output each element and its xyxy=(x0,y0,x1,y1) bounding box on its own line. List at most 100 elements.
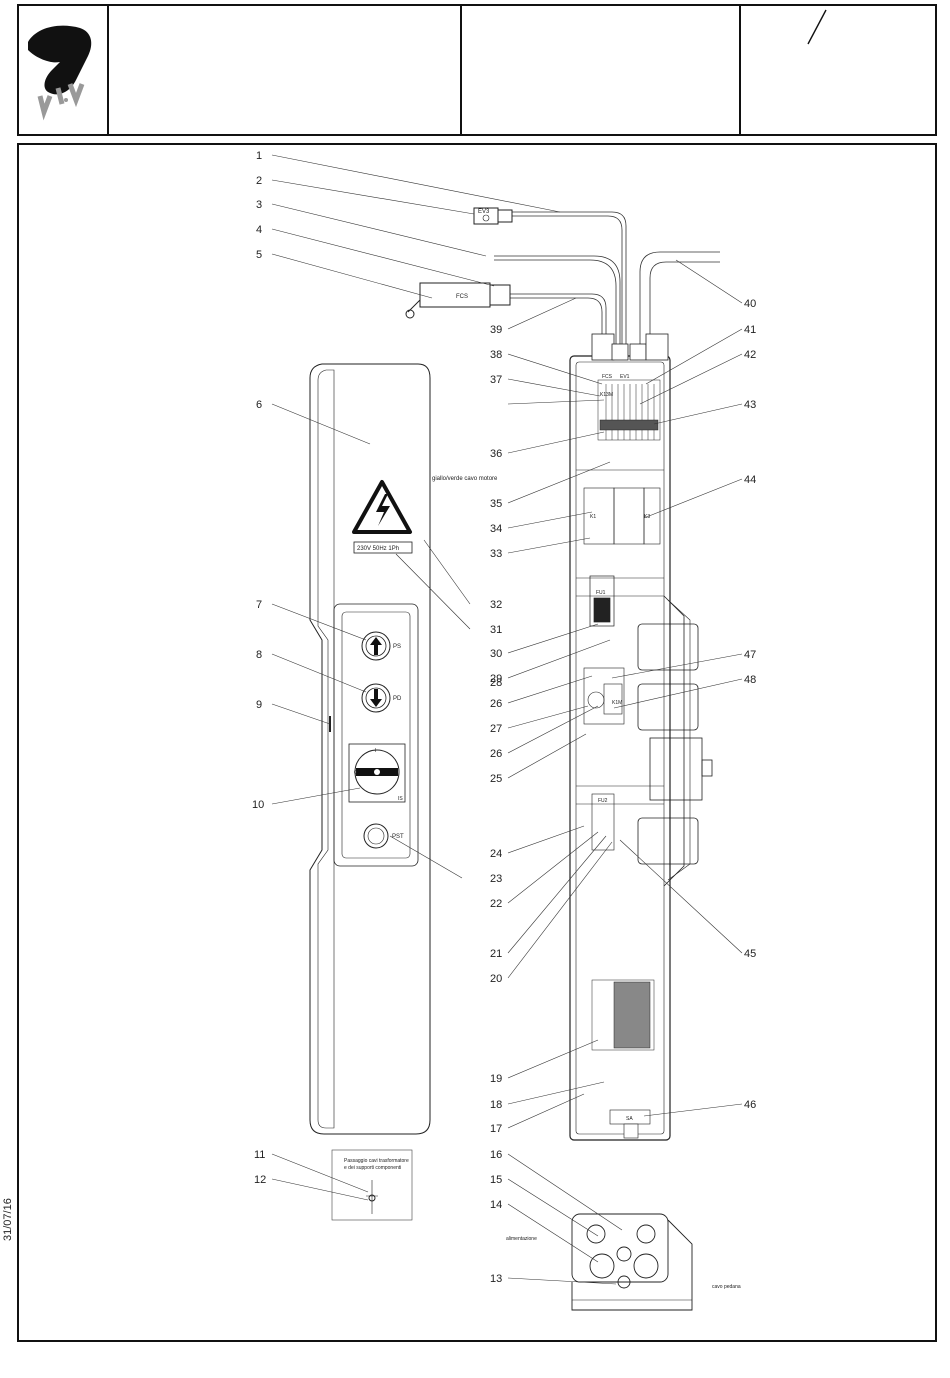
arrow-up-icon xyxy=(370,637,382,655)
callout-39: 39 xyxy=(490,324,502,336)
callout-35: 35 xyxy=(490,498,502,510)
cable-note: giallo/verde cavo motore xyxy=(432,476,498,482)
fcs-label: FCS xyxy=(456,294,468,300)
callout-19: 19 xyxy=(490,1073,502,1085)
cavo-pedana-label: cavo pedana xyxy=(712,1284,741,1290)
date-text: 31/07/16 xyxy=(2,1198,14,1241)
fcs-limit-switch: FCS xyxy=(405,282,511,319)
fu2-label: FU2 xyxy=(598,798,608,804)
drawing-frame xyxy=(17,143,937,1342)
callout-27: 27 xyxy=(490,723,502,735)
rav-logo xyxy=(28,25,92,121)
callout-16: 16 xyxy=(490,1149,502,1161)
callout-6: 6 xyxy=(256,399,262,411)
callout-38: 38 xyxy=(490,349,502,361)
callout-13: 13 xyxy=(490,1273,502,1285)
date-stamp: 31/07/16 xyxy=(2,1185,16,1245)
callout-11: 11 xyxy=(254,1149,265,1161)
pst-stop-button[interactable] xyxy=(363,823,389,849)
km-label: K1M xyxy=(612,700,622,706)
callout-20: 20 xyxy=(490,973,502,985)
ps-label: PS xyxy=(393,644,401,650)
cable-glands xyxy=(591,333,669,361)
callout-2: 2 xyxy=(256,175,262,187)
callout-43: 43 xyxy=(744,399,756,411)
callout-22: 22 xyxy=(490,898,502,910)
callout-30: 30 xyxy=(490,648,502,660)
terminal-block-top xyxy=(597,379,661,441)
is-off-label: 0 xyxy=(354,770,357,776)
ev3-label: EV3 xyxy=(478,209,490,215)
callout-32: 32 xyxy=(490,599,502,611)
ev3-valve: EV3 xyxy=(473,207,513,225)
door-panel xyxy=(309,363,431,1135)
voltage-label: 230V 50Hz 1Ph xyxy=(357,546,399,552)
k1-label: K1 xyxy=(590,514,596,520)
callout-33: 33 xyxy=(490,548,502,560)
callout-4: 4 xyxy=(256,224,262,236)
callout-46: 46 xyxy=(744,1099,756,1111)
callout-3: 3 xyxy=(256,199,262,211)
note-line2: e dei supporti componenti xyxy=(344,1165,401,1171)
callout-7: 7 xyxy=(256,599,262,611)
callout-44: 44 xyxy=(744,474,756,486)
alimentazione-label: alimentazione xyxy=(506,1236,537,1242)
transformer xyxy=(591,979,655,1051)
title-slash xyxy=(807,9,827,45)
callout-26b: 26 xyxy=(490,748,502,760)
fu1-label: FU1 xyxy=(596,590,606,596)
pd-down-button[interactable] xyxy=(361,683,391,713)
callout-17: 17 xyxy=(490,1123,502,1135)
fu2-fuse xyxy=(591,793,615,851)
callout-28: 28 xyxy=(490,677,502,689)
contactors xyxy=(583,487,661,545)
callout-26: 26 xyxy=(490,698,502,710)
callout-18: 18 xyxy=(490,1099,502,1111)
bottom-box xyxy=(571,1213,693,1311)
callout-24: 24 xyxy=(490,848,502,860)
ps-up-button[interactable] xyxy=(361,631,391,661)
callout-10: 10 xyxy=(252,799,264,811)
callout-31: 31 xyxy=(490,624,502,636)
top-cables xyxy=(494,211,720,345)
is-on-label: I xyxy=(375,748,376,754)
callout-48: 48 xyxy=(744,674,756,686)
callout-36: 36 xyxy=(490,448,502,460)
is-main-switch[interactable] xyxy=(354,749,400,795)
callout-29: 29 xyxy=(490,673,502,685)
callout-5: 5 xyxy=(256,249,262,261)
fu1-fuse xyxy=(589,575,615,627)
is-label: IS xyxy=(398,796,403,802)
fcs-top-label: FCS xyxy=(602,374,613,380)
callout-1: 1 xyxy=(256,150,262,162)
callout-41: 41 xyxy=(744,324,756,336)
arrow-down-icon xyxy=(370,689,382,707)
callout-34: 34 xyxy=(490,523,502,535)
callout-numbers: 1 2 3 4 5 6 7 8 9 10 11 12 13 14 15 16 1… xyxy=(252,150,756,1285)
callout-12: 12 xyxy=(254,1174,266,1186)
callout-45: 45 xyxy=(744,948,756,960)
callout-47: 47 xyxy=(744,649,756,661)
callout-42: 42 xyxy=(744,349,756,361)
note-line1: Passaggio cavi trasformatore xyxy=(344,1158,409,1164)
sa-label: SA xyxy=(626,1116,633,1122)
callout-9: 9 xyxy=(256,699,262,711)
callout-15: 15 xyxy=(490,1174,502,1186)
callout-25: 25 xyxy=(490,773,502,785)
pd-label: PD xyxy=(393,696,402,702)
callout-37: 37 xyxy=(490,374,502,386)
callout-40: 40 xyxy=(744,298,756,310)
callout-14: 14 xyxy=(490,1199,502,1211)
electrical-hazard-icon xyxy=(352,480,412,534)
km1-top-label: K13M xyxy=(600,392,613,398)
callout-8: 8 xyxy=(256,649,262,661)
ev1-label: EV1 xyxy=(620,374,630,380)
callout-21: 21 xyxy=(490,948,502,960)
voltage-plate xyxy=(353,541,413,554)
pst-label: PST xyxy=(392,834,404,840)
title-block xyxy=(17,4,937,136)
callout-23: 23 xyxy=(490,873,502,885)
relay-block xyxy=(583,667,625,725)
note-box xyxy=(331,1149,413,1221)
